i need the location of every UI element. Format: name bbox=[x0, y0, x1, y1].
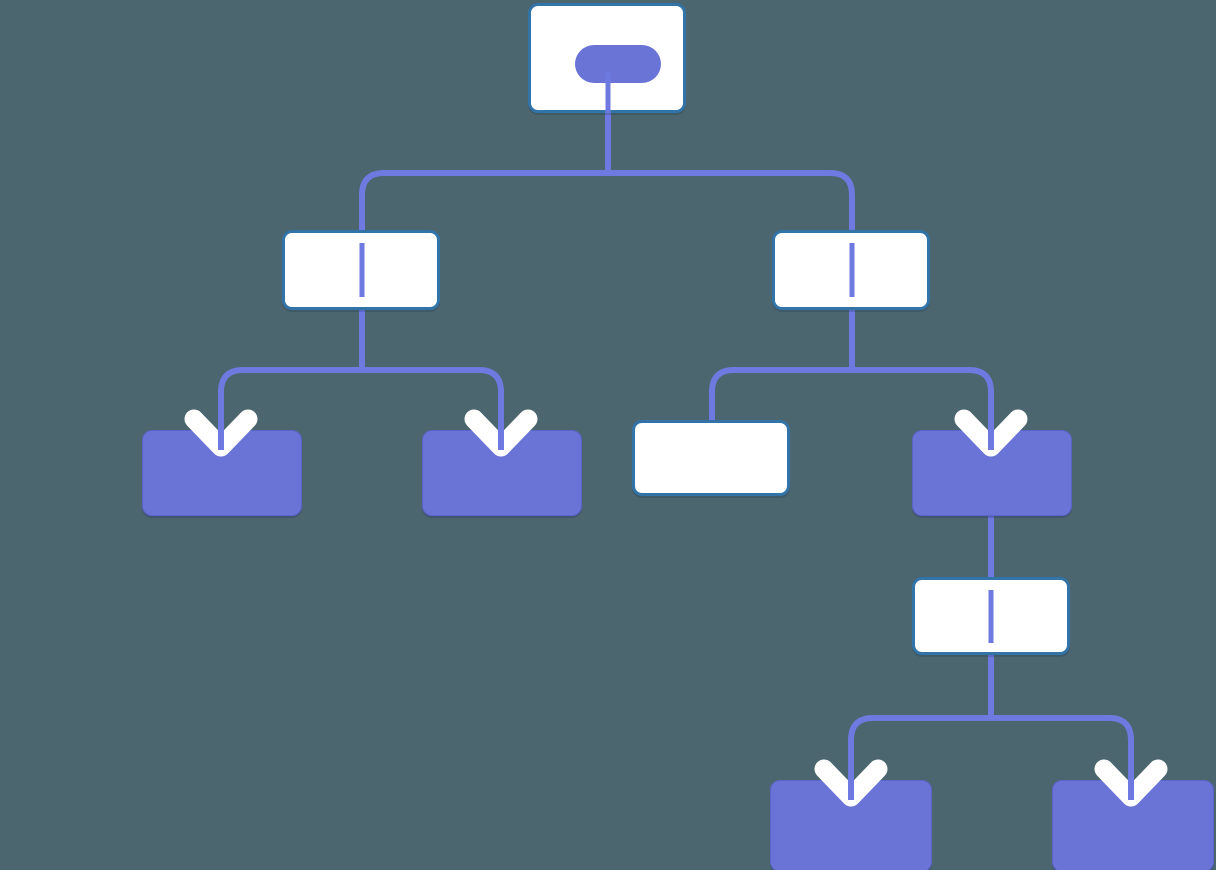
level3-leaf-c[interactable] bbox=[632, 420, 790, 496]
root-node-pill bbox=[575, 45, 661, 83]
level2-left-node[interactable] bbox=[282, 230, 440, 310]
level5-leaf-left[interactable] bbox=[770, 780, 932, 870]
level4-node[interactable] bbox=[912, 577, 1070, 655]
level3-leaf-b[interactable] bbox=[422, 430, 582, 516]
level5-leaf-right[interactable] bbox=[1052, 780, 1214, 870]
level3-leaf-a[interactable] bbox=[142, 430, 302, 516]
root-node[interactable] bbox=[528, 3, 686, 113]
level2-right-node[interactable] bbox=[772, 230, 930, 310]
level3-branch-d[interactable] bbox=[912, 430, 1072, 516]
